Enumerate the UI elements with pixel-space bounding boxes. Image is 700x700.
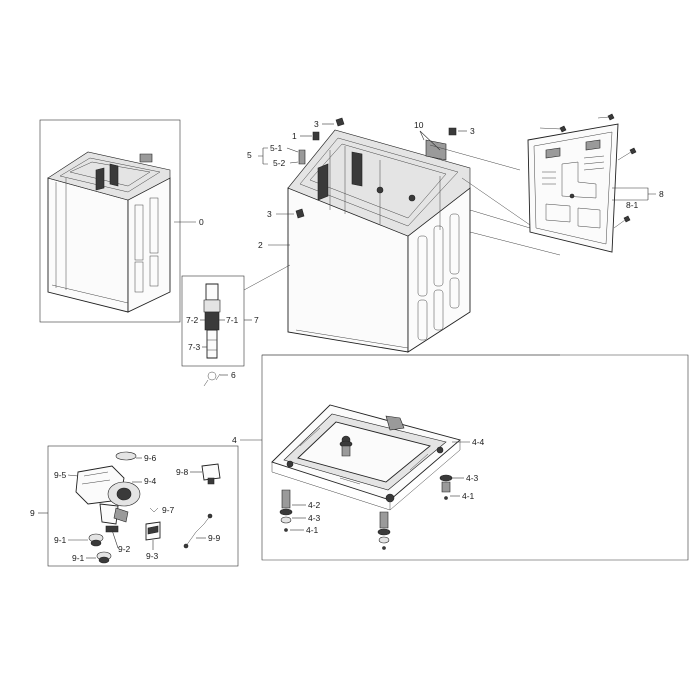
bolt-3-right-drawing [448, 127, 457, 136]
callout-9-4: 9-4 [144, 476, 157, 486]
callout-3-left: 3 [267, 209, 272, 219]
bolt-3-left-drawing [295, 208, 305, 219]
callout-9: 9 [30, 508, 35, 518]
main-cabinet-drawing [287, 129, 471, 353]
assembly-0-frame [39, 119, 181, 323]
callout-4-3-right: 4-3 [466, 473, 479, 483]
callout-7-2: 7-2 [186, 315, 199, 325]
callout-5: 5 [247, 150, 252, 160]
callout-0: 0 [199, 217, 204, 227]
callout-4-2: 4-2 [308, 500, 321, 510]
pump-group [47, 445, 239, 567]
callout-10: 10 [414, 120, 424, 130]
callout-6: 6 [231, 370, 236, 380]
sensor-9-8-drawing [201, 463, 221, 485]
foot-top-drawing [339, 440, 353, 457]
callout-4-3-left: 4-3 [308, 513, 321, 523]
callout-9-1-lower: 9-1 [72, 553, 85, 563]
callout-7-1: 7-1 [226, 315, 239, 325]
bolt-3-top-left-drawing [335, 117, 345, 127]
callout-9-9: 9-9 [208, 533, 221, 543]
callout-8-1: 8-1 [626, 200, 639, 210]
callout-2: 2 [258, 240, 263, 250]
callout-9-5: 9-5 [54, 470, 67, 480]
callout-9-2: 9-2 [118, 544, 131, 554]
back-panel-drawing [527, 113, 637, 253]
callout-5-2: 5-2 [273, 158, 286, 168]
callout-9-8: 9-8 [176, 467, 189, 477]
callout-9-3: 9-3 [146, 551, 159, 561]
callout-9-7: 9-7 [162, 505, 175, 515]
clip-9-7-drawing [149, 507, 159, 513]
callout-7: 7 [254, 315, 259, 325]
foot-left-drawing [279, 489, 293, 532]
clamp-6-drawing [203, 371, 221, 387]
pump-frame [47, 445, 239, 567]
callout-4-4: 4-4 [472, 437, 485, 447]
callout-9-6: 9-6 [144, 453, 157, 463]
bolt-1-drawing [312, 131, 320, 141]
motor-9-3-drawing [145, 521, 161, 541]
callout-3-right: 3 [470, 126, 475, 136]
callout-7-3: 7-3 [188, 342, 201, 352]
callout-5-1: 5-1 [270, 143, 283, 153]
callout-9-1-upper: 9-1 [54, 535, 67, 545]
wire-9-9-drawing [183, 513, 213, 549]
pump-drawing [75, 451, 141, 533]
pump-cap-9-1-b-drawing [96, 551, 112, 564]
base-drawing [271, 404, 461, 511]
foot-center-drawing [377, 511, 391, 550]
part-5-drawing [298, 149, 306, 165]
hose-frame [181, 275, 245, 367]
callout-4-1-right: 4-1 [462, 491, 475, 501]
callout-4-1-left: 4-1 [306, 525, 319, 535]
base-group [261, 354, 689, 561]
assembly-0-group: 0 [39, 119, 204, 323]
hose-group: 7-2 7-1 7-3 7 [181, 275, 259, 367]
assembly-cabinet-drawing [47, 151, 171, 313]
hose-drawing [203, 283, 221, 359]
pump-cap-9-1-a-drawing [88, 533, 104, 547]
callout-1: 1 [292, 131, 297, 141]
callout-8: 8 [659, 189, 664, 199]
callout-4: 4 [232, 435, 237, 445]
callout-3-top-left: 3 [314, 119, 319, 129]
